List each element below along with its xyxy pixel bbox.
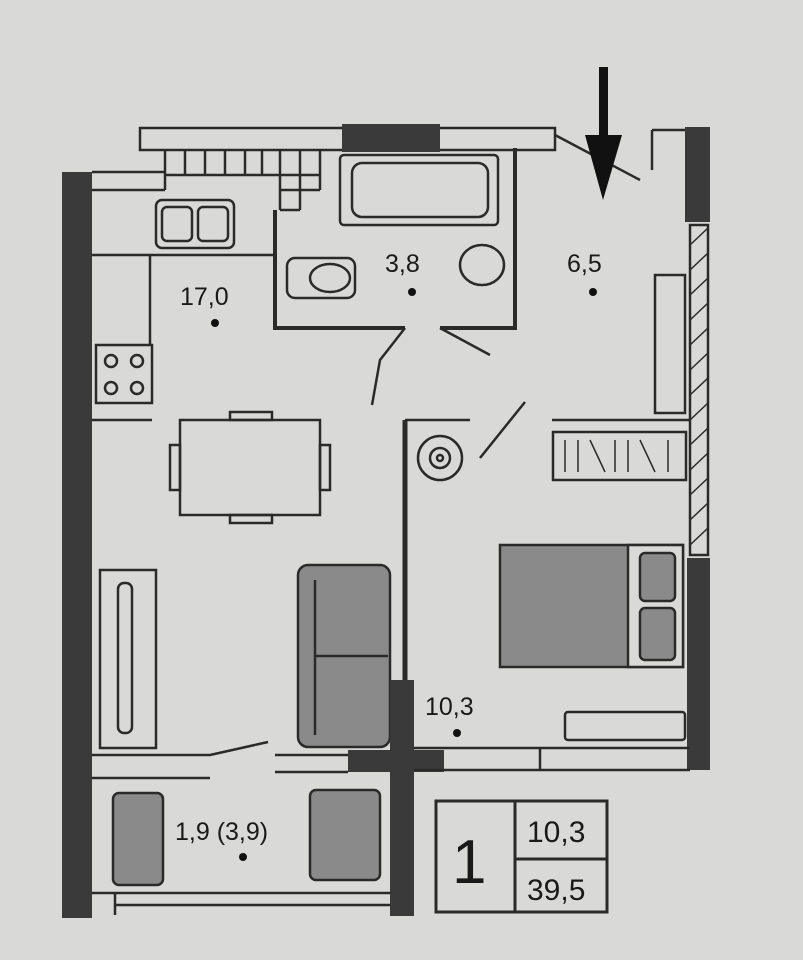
balcony-window bbox=[92, 891, 390, 915]
boiler-dot bbox=[435, 453, 445, 463]
room-markers bbox=[211, 288, 597, 861]
bathtub-inner bbox=[350, 161, 490, 219]
balcony-wall-block bbox=[348, 750, 444, 772]
hall-shelf bbox=[653, 273, 687, 415]
wardrobe-hatch bbox=[564, 439, 669, 473]
chairs bbox=[168, 410, 332, 525]
wardrobe bbox=[551, 430, 688, 482]
bathtub bbox=[338, 153, 500, 227]
tv-stand bbox=[98, 568, 158, 750]
bathroom-door bbox=[370, 326, 491, 406]
right-wall-top bbox=[685, 127, 710, 222]
bathroom-walls bbox=[273, 148, 517, 330]
balcony-area-label: 1,9 (3,9) bbox=[175, 818, 268, 846]
stove bbox=[94, 343, 154, 405]
hallway-area-label: 6,5 bbox=[567, 250, 602, 278]
toilet bbox=[285, 256, 357, 300]
kitchen-area-label: 17,0 bbox=[180, 283, 229, 311]
kitchen-top-wall bbox=[92, 170, 165, 192]
sink bbox=[154, 198, 236, 250]
boiler bbox=[416, 434, 464, 482]
summary-table bbox=[434, 799, 609, 914]
dresser bbox=[563, 710, 687, 742]
living-area-value: 10,3 bbox=[527, 816, 585, 849]
boiler-inner bbox=[428, 446, 452, 470]
sofa-seams bbox=[313, 580, 388, 735]
bedroom-bottom-wall bbox=[414, 746, 690, 772]
rooms-count: 1 bbox=[452, 828, 486, 897]
bedroom-door bbox=[405, 401, 690, 459]
kitchen-counter bbox=[92, 253, 275, 345]
bed bbox=[498, 543, 685, 669]
left-wall bbox=[62, 172, 92, 918]
total-area-value: 39,5 bbox=[527, 874, 585, 907]
bathroom-area-label: 3,8 bbox=[385, 250, 420, 278]
bedroom-area-label: 10,3 bbox=[425, 693, 474, 721]
dining-table bbox=[178, 418, 322, 517]
entrance-arrow-icon bbox=[585, 67, 622, 200]
vent-grid bbox=[163, 150, 322, 212]
washbasin bbox=[458, 243, 506, 287]
top-wall-block bbox=[342, 124, 440, 152]
stove-burners bbox=[103, 353, 145, 396]
balcony-door bbox=[92, 740, 348, 780]
sink-bowl-left bbox=[160, 205, 194, 243]
sink-bowl-right bbox=[196, 205, 230, 243]
right-wall-window bbox=[688, 223, 710, 557]
right-wall-bottom bbox=[687, 558, 710, 770]
tv bbox=[116, 581, 134, 735]
summary-table-grid bbox=[513, 801, 607, 912]
window-hatch bbox=[689, 227, 709, 546]
toilet-bowl bbox=[308, 262, 352, 294]
armchairs bbox=[111, 788, 382, 887]
partition-block bbox=[390, 680, 414, 916]
